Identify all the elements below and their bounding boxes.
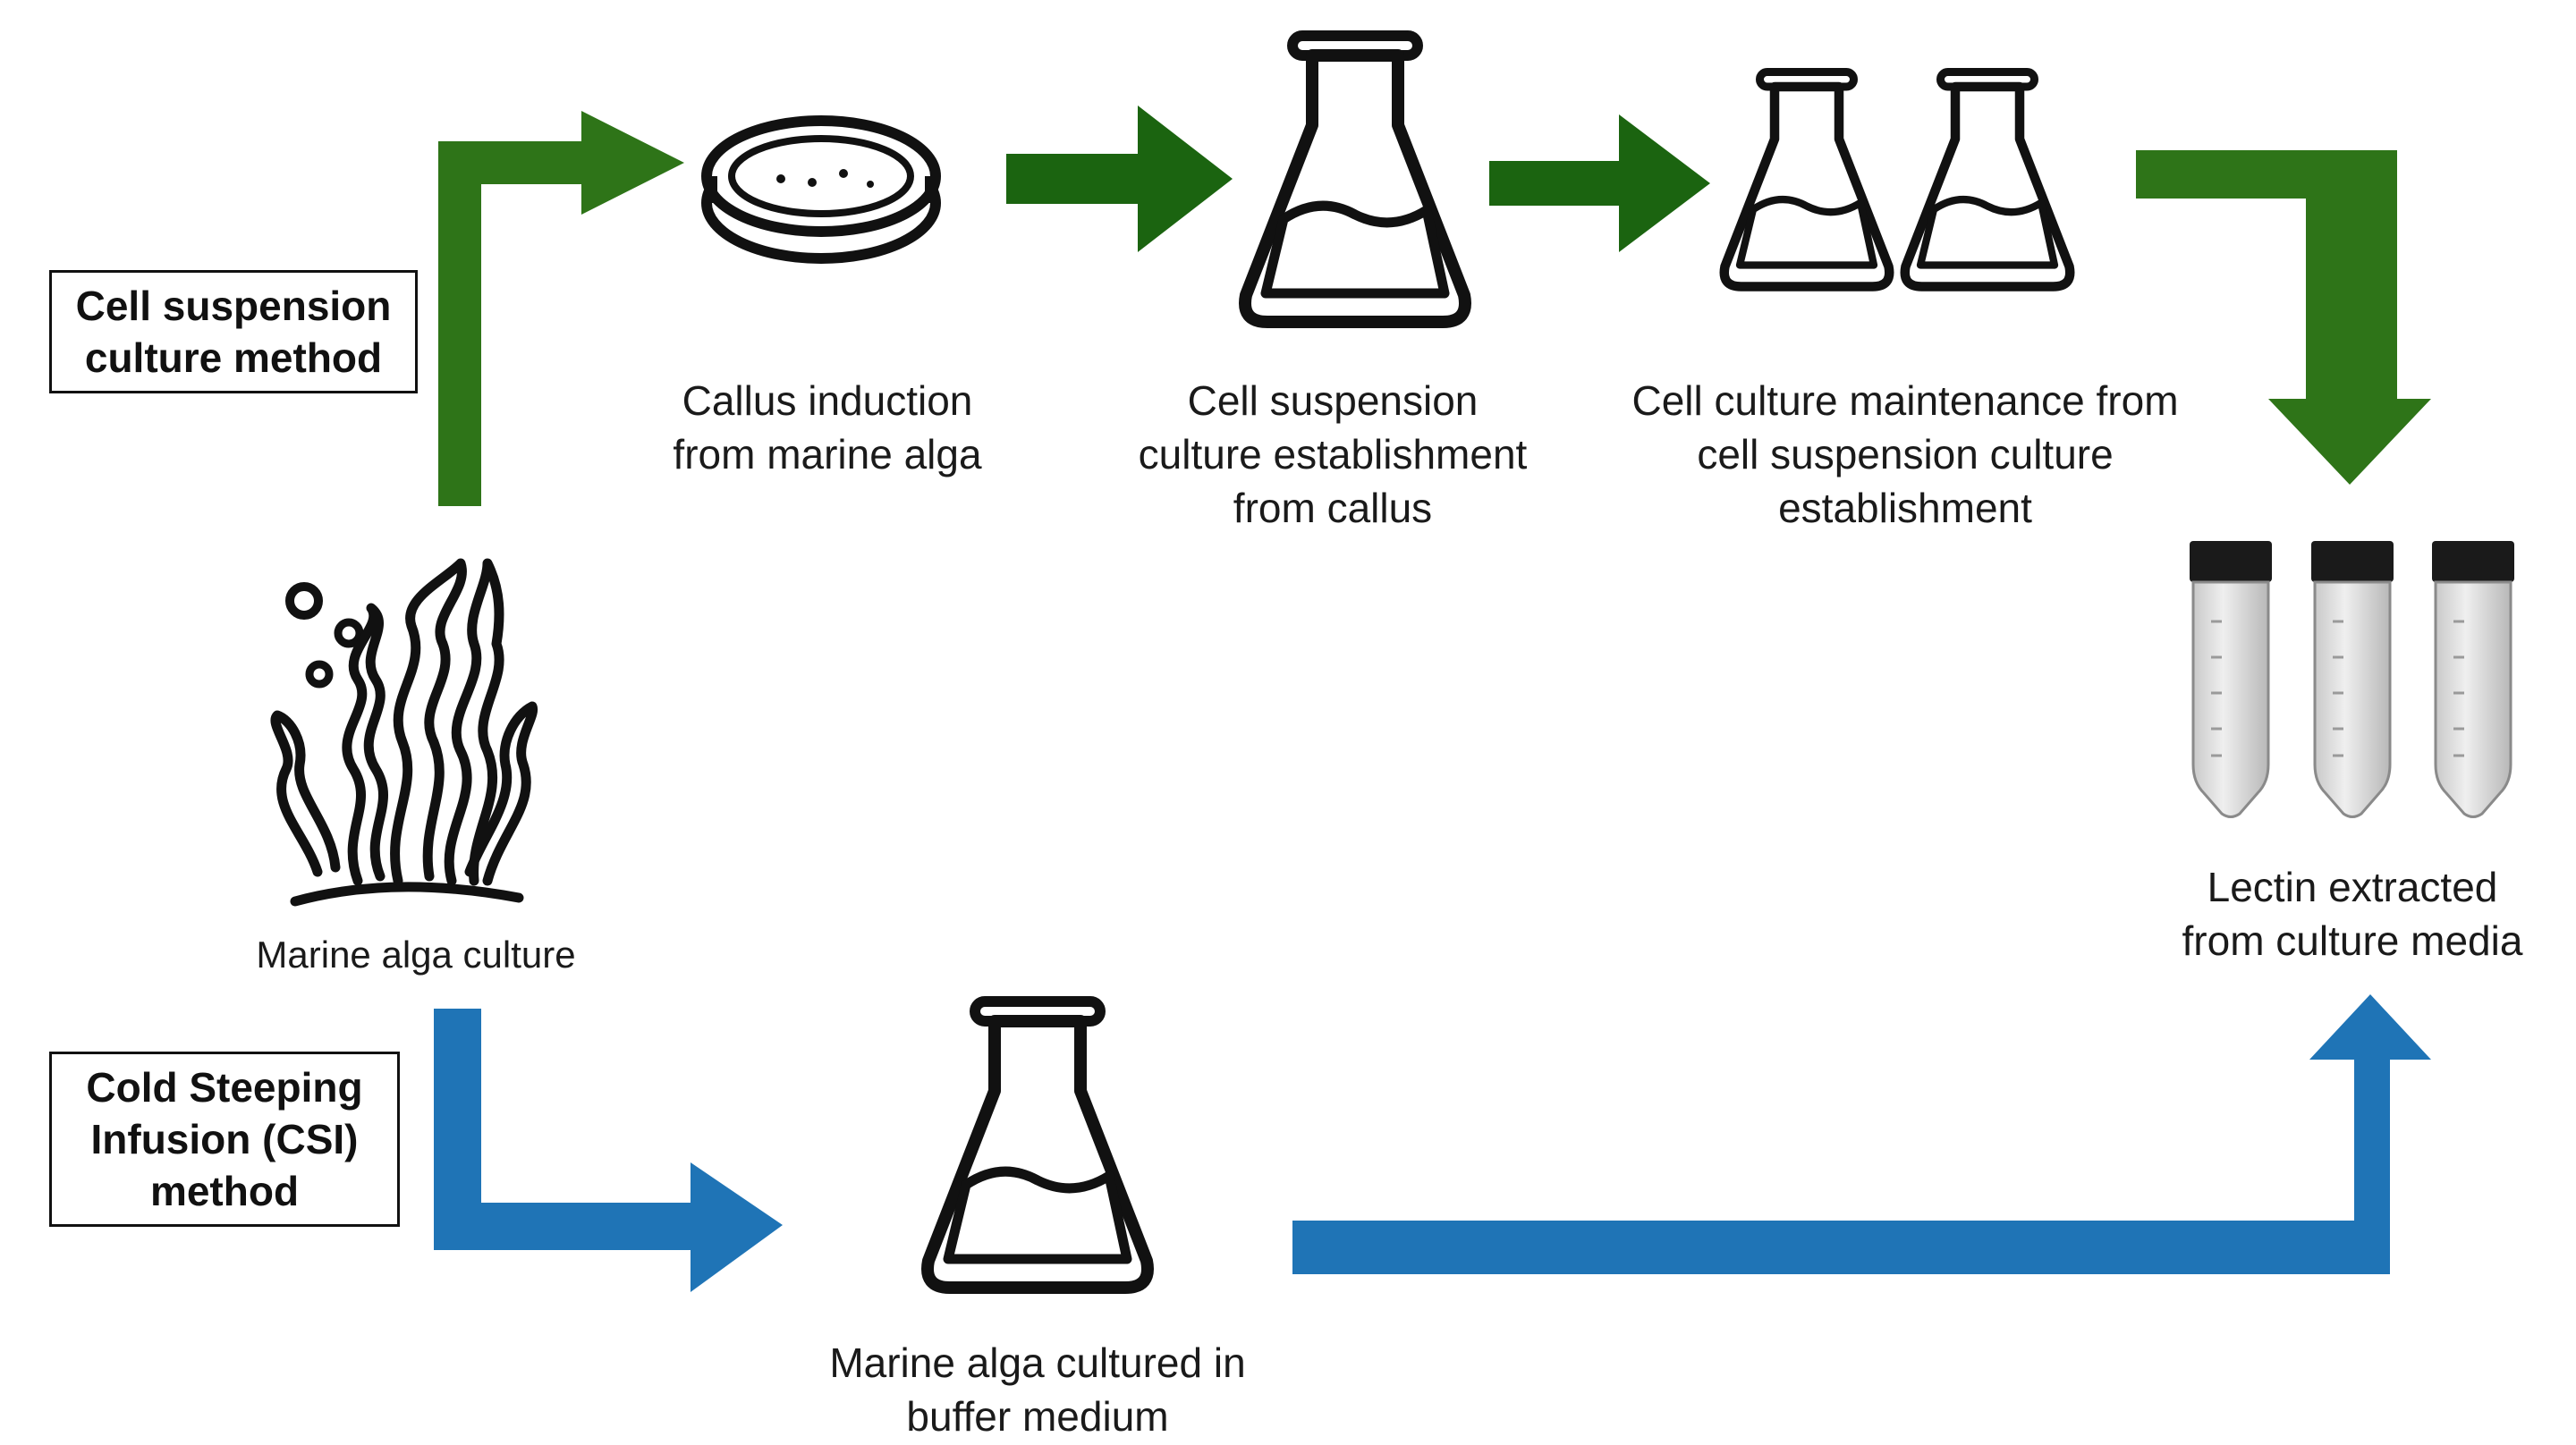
buffer-label-line-2: buffer medium xyxy=(906,1393,1169,1440)
csi-path xyxy=(434,994,2431,1292)
suspension-establish-line-2: culture establishment xyxy=(1138,431,1528,477)
buffer-label-line-1: Marine alga cultured in xyxy=(829,1339,1246,1386)
tube-1 xyxy=(2188,539,2274,818)
suspension-establish-line-3: from callus xyxy=(1233,485,1433,531)
suspension-establish-line-1: Cell suspension xyxy=(1187,377,1479,424)
seaweed-icon xyxy=(270,558,538,907)
callus-label-line-2: from marine alga xyxy=(673,431,982,477)
suspension-establish-label: Cell suspension culture establishment fr… xyxy=(1109,374,1556,535)
lectin-label-line-1: Lectin extracted xyxy=(2207,864,2498,910)
suspension-method-label: Cell suspension culture method xyxy=(49,270,418,393)
tube-2 xyxy=(2309,539,2395,818)
csi-method-line-2: Infusion (CSI) xyxy=(90,1116,359,1162)
flask-icon-buffer xyxy=(928,1001,1148,1288)
maintenance-line-2: cell suspension culture xyxy=(1697,431,2114,477)
csi-method-line-1: Cold Steeping xyxy=(86,1064,363,1111)
flask-icon-left xyxy=(1724,72,1890,287)
arrow-callus-to-flask xyxy=(1006,106,1233,252)
arrow-alga-to-buffer xyxy=(434,1009,783,1292)
alga-label-line-1: Marine alga culture xyxy=(256,934,576,976)
two-flasks-icon xyxy=(1724,72,2071,287)
callus-label: Callus induction from marine alga xyxy=(626,374,1029,481)
tube-3 xyxy=(2430,539,2516,818)
maintenance-label: Cell culture maintenance from cell suspe… xyxy=(1592,374,2218,535)
flask-icon-suspension xyxy=(1245,36,1465,322)
arrow-flasks-to-tubes xyxy=(2136,150,2431,485)
csi-method-label: Cold Steeping Infusion (CSI) method xyxy=(49,1052,400,1227)
arrow-flask-to-flasks xyxy=(1489,114,1710,252)
lectin-label: Lectin extracted from culture media xyxy=(2147,860,2558,968)
arrow-alga-to-callus xyxy=(438,111,684,506)
alga-label: Marine alga culture xyxy=(210,928,622,982)
buffer-label: Marine alga cultured in buffer medium xyxy=(787,1336,1288,1443)
suspension-path xyxy=(438,106,2431,506)
lectin-label-line-2: from culture media xyxy=(2182,917,2523,964)
suspension-method-line-2: culture method xyxy=(84,334,383,381)
csi-method-line-3: method xyxy=(149,1168,300,1214)
centrifuge-tubes-icon xyxy=(2188,539,2516,818)
callus-label-line-1: Callus induction xyxy=(682,377,973,424)
maintenance-line-3: establishment xyxy=(1778,485,2032,531)
maintenance-line-1: Cell culture maintenance from xyxy=(1631,377,2179,424)
suspension-method-line-1: Cell suspension xyxy=(75,283,392,329)
flask-icon-right xyxy=(1905,72,2071,287)
petri-dish-icon xyxy=(701,115,941,264)
arrow-buffer-to-tubes xyxy=(1292,994,2431,1274)
